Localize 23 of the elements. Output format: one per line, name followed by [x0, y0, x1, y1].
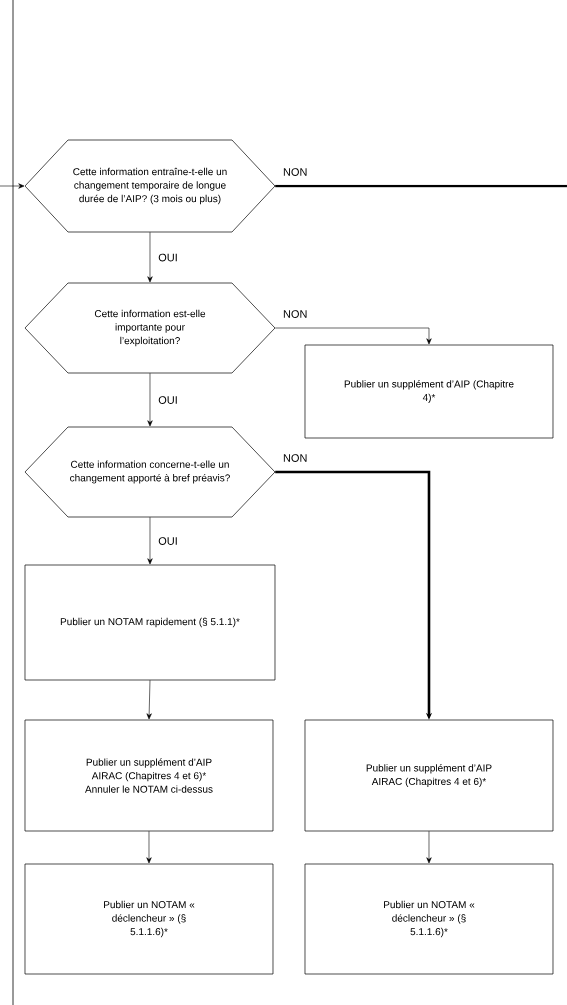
- process-box: Publier un supplément d’AIP (Chapitre 4)*: [304, 344, 554, 439]
- decision-hexagon: Cette information concerne-t-elle un changement apporté à bref préavis?: [24, 426, 276, 518]
- process-box: Publier un supplément d’AIP AIRAC (Chapitres 4 et 6)* Annuler le NOTAM ci-dessus: [24, 719, 274, 832]
- arrow: [274, 327, 432, 345]
- process-box: Publier un NOTAM « déclencheur » (§ 5.1.1.6)*: [304, 863, 554, 975]
- edge-label: OUI: [157, 395, 179, 405]
- edge-label: OUI: [157, 252, 179, 263]
- arrow: [0, 183, 25, 189]
- arrow: [146, 679, 152, 720]
- edge-label: NON: [282, 309, 309, 319]
- edge-label: NON: [282, 167, 309, 177]
- process-box: Publier un NOTAM rapidement (§ 5.1.1)*: [24, 564, 276, 681]
- decision-hexagon: Cette information entraîne-t-elle un changement temporaire de longue durée de l’AIP? (3 mois ou plus): [24, 139, 276, 233]
- arrow: [147, 372, 153, 427]
- arrow: [147, 516, 153, 565]
- arrow: [426, 830, 432, 864]
- edge-label: NON: [282, 453, 309, 463]
- arrow: [147, 231, 153, 283]
- process-box: Publier un supplément d’AIP AIRAC (Chapitres 4 et 6)*: [304, 719, 554, 832]
- decision-hexagon: Cette information est-elle importante pour l’exploitation?: [24, 282, 276, 374]
- arrow: [146, 830, 152, 864]
- process-box: Publier un NOTAM « déclencheur » (§ 5.1.1.6)*: [24, 863, 274, 975]
- edge-label: OUI: [157, 536, 179, 546]
